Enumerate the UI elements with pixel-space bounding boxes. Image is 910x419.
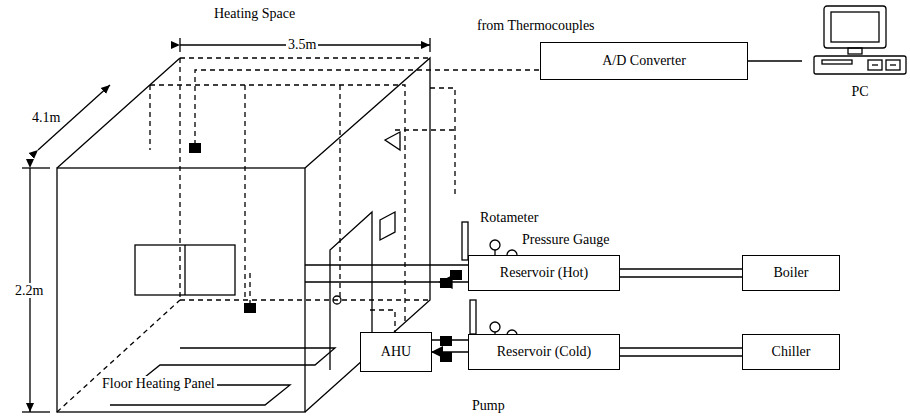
equipment-box: Chiller <box>742 334 840 370</box>
annotation-label: Rotameter <box>478 210 540 225</box>
box-label: AHU <box>381 344 411 359</box>
annotation-label: Floor Heating Panel <box>100 376 217 391</box>
annotation-label: 2.2m <box>13 283 45 298</box>
equipment-box: AHU <box>360 332 432 372</box>
annotation-label: Pressure Gauge <box>520 232 611 247</box>
equipment-box: Reservoir (Hot) <box>468 255 620 291</box>
annotation-label: from Thermocouples <box>475 18 597 33</box>
annotation-label: Heating Space <box>212 6 297 21</box>
equipment-box: Boiler <box>742 255 840 291</box>
box-label: A/D Converter <box>602 53 686 68</box>
box-label: Boiler <box>774 265 809 280</box>
box-label: Chiller <box>772 344 811 359</box>
pipe-connector <box>620 269 742 277</box>
pipe-connector <box>432 351 468 352</box>
equipment-box: A/D Converter <box>540 42 748 80</box>
equipment-box: Reservoir (Cold) <box>468 334 620 370</box>
annotation-label: 4.1m <box>30 110 62 125</box>
pipe-connector <box>620 348 742 356</box>
box-label: Reservoir (Hot) <box>500 265 588 280</box>
annotation-label: 3.5m <box>286 37 318 52</box>
pipe-connector <box>748 60 802 61</box>
computer-node: PC <box>802 4 910 108</box>
box-label: PC <box>851 84 868 99</box>
box-label: Reservoir (Cold) <box>497 344 591 359</box>
computer-icon <box>810 4 910 76</box>
annotation-label: Pump <box>470 398 507 413</box>
